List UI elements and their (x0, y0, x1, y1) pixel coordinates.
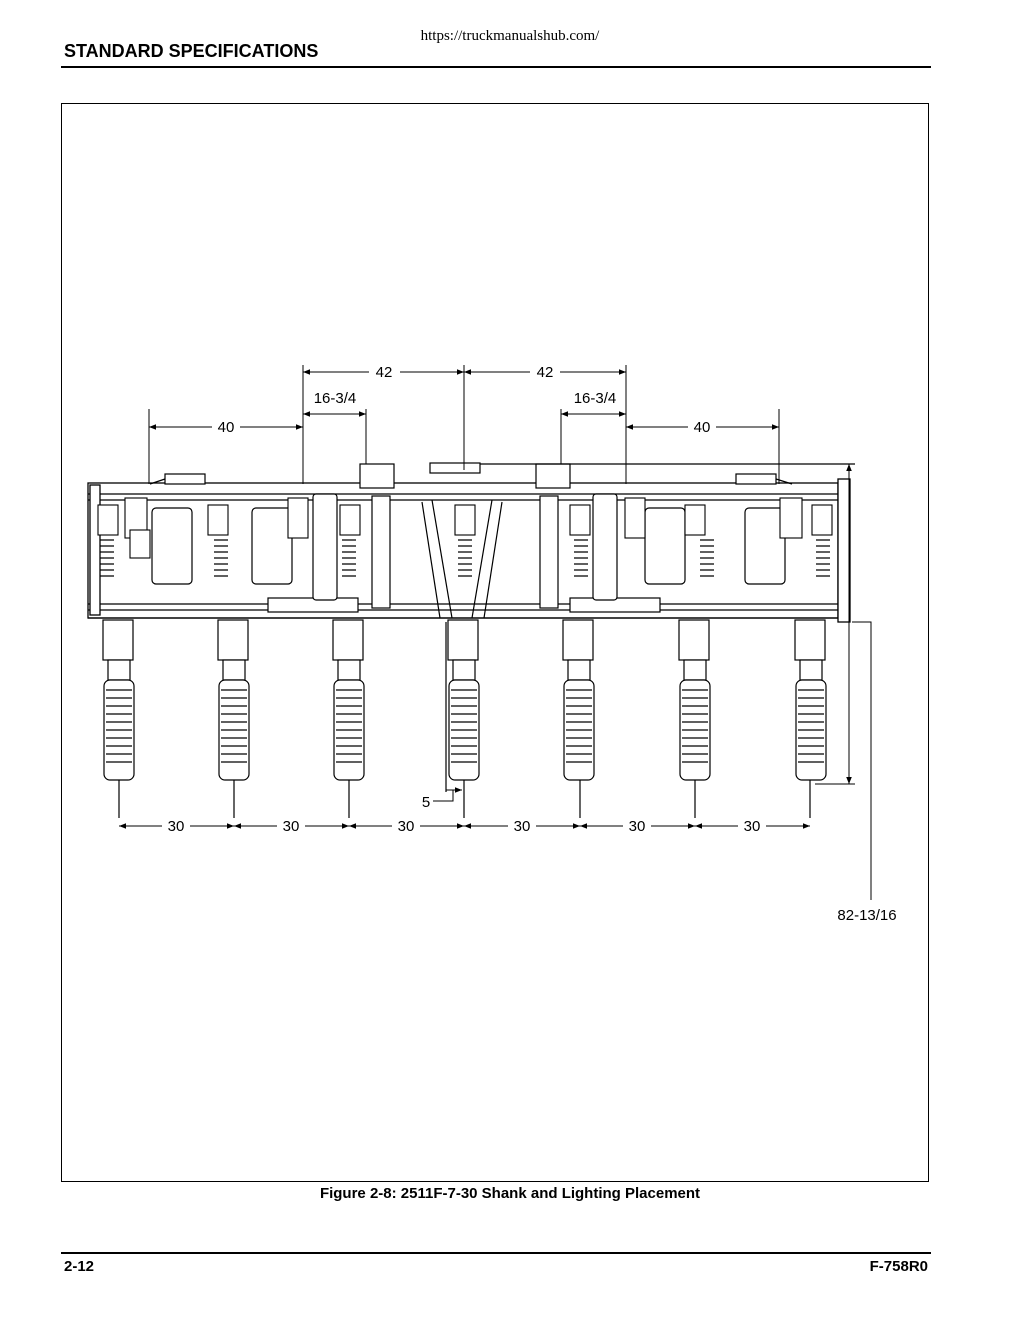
footer-divider (61, 1252, 931, 1254)
dim-label-42-right: 42 (537, 364, 554, 381)
figure-frame (61, 103, 929, 1182)
section-title: STANDARD SPECIFICATIONS (64, 41, 319, 61)
dimension-lines (119, 365, 872, 900)
lights (149, 473, 793, 485)
frame-springs (100, 539, 830, 577)
dim-label-30: 30 (398, 818, 415, 835)
center-hitch (267, 462, 855, 619)
source-url[interactable]: https://truckmanualshub.com/ (420, 28, 600, 44)
page-number: 2-12 (64, 1258, 95, 1275)
header-divider (61, 66, 931, 68)
document-code: F-758R0 (869, 1258, 928, 1275)
figure-caption: Figure 2-8: 2511F-7-30 Shank and Lightin… (319, 1185, 701, 1202)
implement-frame (87, 478, 851, 623)
dim-label-30: 30 (514, 818, 531, 835)
shank-2 (217, 619, 250, 818)
shank-6 (678, 619, 711, 818)
dim-label-40-right: 40 (694, 419, 711, 436)
dim-label-16-3-4-left: 16-3/4 (314, 390, 357, 407)
dim-label-30: 30 (629, 818, 646, 835)
dim-label-16-3-4-right: 16-3/4 (574, 390, 617, 407)
gauge-wheels (151, 493, 786, 601)
shank-1 (102, 619, 135, 818)
shank-3 (332, 619, 365, 818)
shank-4 (445, 619, 480, 818)
dim-label-30: 30 (168, 818, 185, 835)
shank-5 (562, 619, 595, 818)
shank-7 (794, 619, 827, 818)
dim-label-5: 5 (422, 794, 430, 811)
dim-label-42-left: 42 (376, 364, 393, 381)
dim-label-overall-height: 82-13/16 (837, 907, 896, 924)
dim-label-40-left: 40 (218, 419, 235, 436)
dim-label-30: 30 (744, 818, 761, 835)
dim-label-30: 30 (283, 818, 300, 835)
mount-brackets (97, 497, 833, 559)
